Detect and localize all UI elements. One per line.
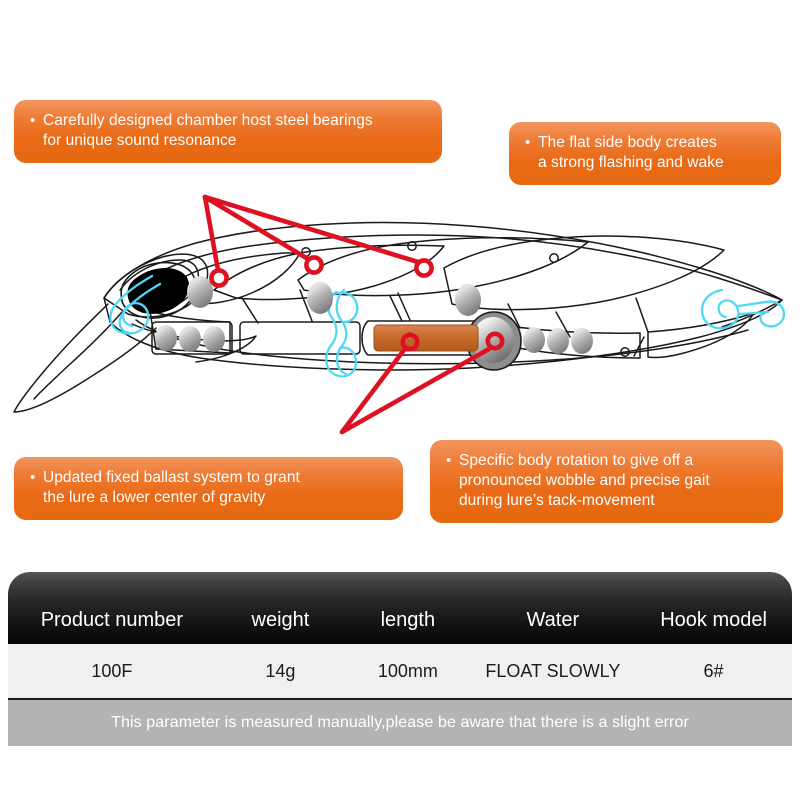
spec-header-hook-model: Hook model (660, 609, 767, 631)
callout-ballast-line1: Updated fixed ballast system to grant (43, 469, 300, 486)
spec-value-water: FLOAT SLOWLY (485, 660, 621, 681)
callout-ballast-line2: the lure a lower center of gravity (43, 489, 266, 507)
spec-header-product-number: Product number (40, 609, 184, 631)
spec-value-length: 100mm (377, 660, 438, 681)
callout-flat-side-body: • The flat side body creates a strong fla… (509, 122, 781, 186)
callout-chamber-line1-wrap: • Carefully designed chamber host steel b… (30, 111, 426, 131)
specification-table: Product number weight length Water Hook … (8, 572, 792, 746)
callout-rotation-line2: pronounced wobble and precise gait (459, 472, 710, 490)
spec-table-disclaimer: This parameter is measured manually,plea… (8, 700, 792, 746)
bullet-icon: • (446, 452, 452, 469)
callout-rotation-line1-wrap: • Specific body rotation to give off a (446, 451, 767, 471)
callout-chamber-bearings: • Carefully designed chamber host steel b… (14, 100, 442, 164)
spec-table-row: 100F 14g 100mm FLOAT SLOWLY 6# (8, 644, 792, 700)
callout-flat-line2: a strong flashing and wake (538, 154, 724, 172)
spec-table-header-row: Product number weight length Water Hook … (8, 572, 792, 644)
spec-value-product-number: 100F (91, 660, 133, 681)
callout-flat-line1: The flat side body creates (538, 134, 717, 151)
steel-bearings (155, 276, 593, 354)
callout-ballast-system: • Updated fixed ballast system to grant t… (14, 457, 403, 521)
callout-rotation-line3: during lure’s tack-movement (459, 492, 655, 510)
spec-value-weight: 14g (265, 660, 296, 681)
lure-eye (120, 261, 197, 319)
hook-eyelets (109, 274, 786, 378)
spec-header-weight: weight (251, 609, 310, 631)
callout-rotation-line1: Specific body rotation to give off a (459, 452, 694, 469)
callout-ballast-line1-wrap: • Updated fixed ballast system to grant (30, 468, 387, 488)
callout-chamber-line2: for unique sound resonance (43, 132, 237, 150)
bullet-icon: • (525, 134, 531, 151)
spec-value-hook-model: 6# (703, 660, 724, 681)
bullet-icon: • (30, 112, 36, 129)
fixed-ballast-weight (373, 324, 479, 352)
spec-header-water: Water (526, 609, 580, 631)
lure-body-outline (13, 221, 783, 413)
callout-body-rotation: • Specific body rotation to give off a pr… (430, 440, 783, 524)
bullet-icon: • (30, 469, 36, 486)
spec-header-length: length (380, 609, 436, 631)
callout-flat-line1-wrap: • The flat side body creates (525, 133, 765, 153)
callout-chamber-line1: Carefully designed chamber host steel be… (43, 112, 373, 129)
lure-diagram (13, 221, 786, 413)
